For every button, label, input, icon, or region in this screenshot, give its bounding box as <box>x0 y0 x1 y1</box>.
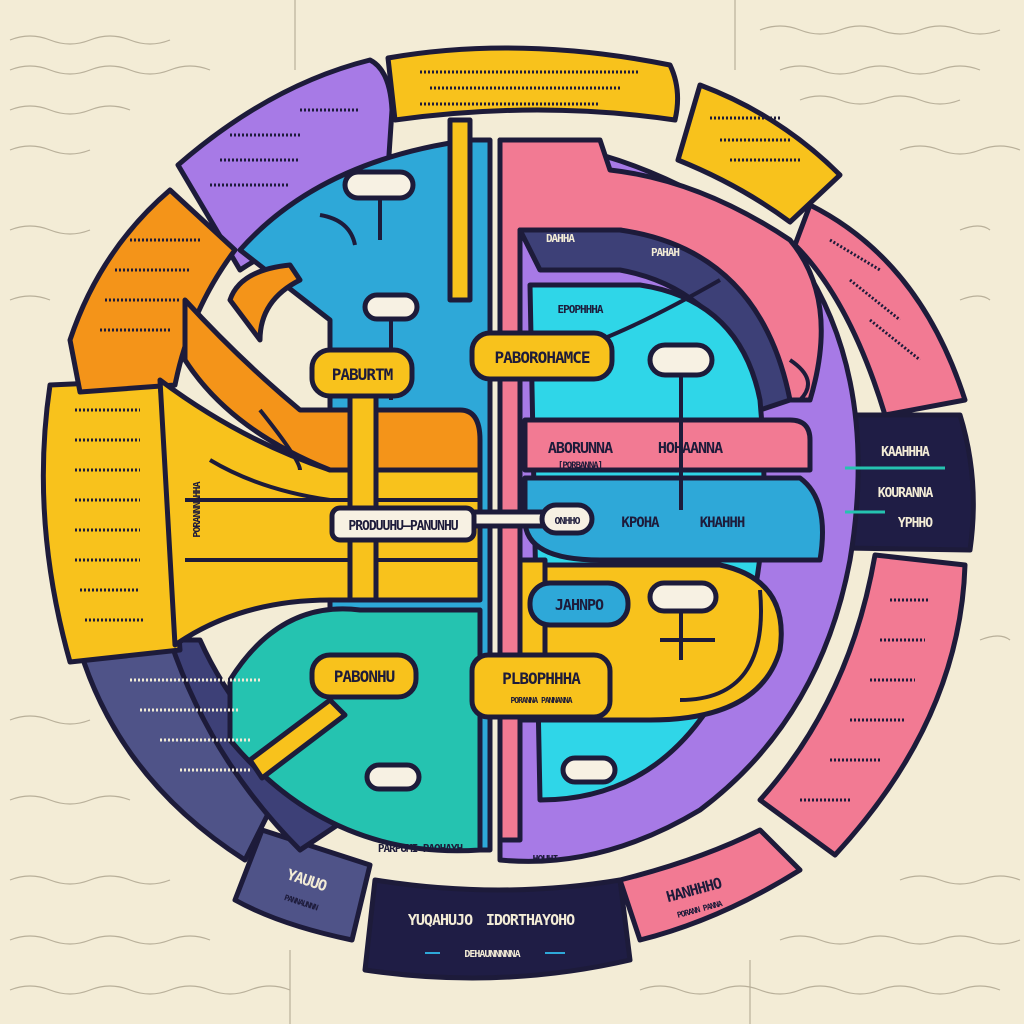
navy-band <box>517 227 793 413</box>
left-vertical-label: PORANNNAHHA <box>192 481 203 537</box>
blue-pill-label: JAHNPO <box>555 596 604 614</box>
center-pill[interactable] <box>539 502 595 536</box>
center-bar-node[interactable] <box>329 505 477 543</box>
blue-band <box>522 475 825 563</box>
handwritten-background <box>9 0 1021 1024</box>
hub-right-node[interactable] <box>469 330 615 382</box>
navy-band-label-2: PAHAH <box>651 246 679 259</box>
pill-node[interactable] <box>362 292 420 322</box>
hub-lower-right-node[interactable] <box>469 652 613 720</box>
bottom-dark-label-3: DEHAUNNNNNA <box>464 949 520 960</box>
hub-left-node[interactable] <box>309 347 415 399</box>
right-dark-label-3: YPHHO <box>898 516 933 531</box>
pink-band-title-2: HOHAANNA <box>658 439 723 457</box>
center-connector: PRODUUHU—PANUNHU ONHHO <box>329 502 595 543</box>
segment-navy-bottom[interactable] <box>362 877 633 981</box>
hub-lower-left-node[interactable] <box>309 652 419 700</box>
hub-nodes: PABURTM PABOROHAMCE EPOPHHHA DAHHA PAHAH… <box>192 232 746 865</box>
pill-node[interactable] <box>364 762 422 792</box>
right-dark-label-1: KAAHHHA <box>881 445 930 460</box>
segment-pink-right[interactable] <box>792 202 968 418</box>
segment-yellow-top[interactable] <box>385 45 681 123</box>
left-hemisphere <box>157 117 493 854</box>
segment-pink-bottom-right[interactable] <box>617 827 803 943</box>
ring-text-lines <box>75 70 930 802</box>
pink-band-title: ABORUNNA <box>548 439 613 457</box>
pill-node[interactable] <box>647 580 719 614</box>
bottom-dark-label-2: IDORTHAYOHO <box>486 911 575 929</box>
segment-yellow-left[interactable] <box>40 377 183 665</box>
pill-node[interactable] <box>647 342 715 378</box>
blue-band-label-left: KPOHA <box>621 515 660 531</box>
hub-lower-left-label: PABONHU <box>334 667 395 686</box>
teal-bottom-label: PARPUMI—PAOHAYH <box>378 842 463 855</box>
center-pill-label: ONHHO <box>554 516 580 527</box>
pill-node[interactable] <box>342 169 416 201</box>
pink-band <box>522 417 813 473</box>
yellow-trunk <box>347 387 379 603</box>
navy-band-label-1: DAHHA <box>546 232 575 245</box>
segment-navy-right[interactable] <box>842 412 976 553</box>
segment-orange-left[interactable] <box>67 187 238 395</box>
yellow-connector <box>247 697 348 781</box>
hub-right-label: PABOROHAMCE <box>495 348 590 367</box>
hub-left-label: PABURTM <box>332 365 393 384</box>
right-dark-label-2: KOURANNA <box>878 486 934 501</box>
segment-slate-bottom-left[interactable] <box>232 827 373 943</box>
pink-band-sub: [PORBANNA] <box>558 461 602 471</box>
bottom-dark-label-1: YUQAHUJO <box>408 911 473 929</box>
pill-node[interactable] <box>560 755 618 785</box>
blue-band-label-right: KHAHHH <box>700 515 745 531</box>
cyan-top-label: EPOPHHHA <box>558 303 604 316</box>
segment-pink-lower-right[interactable] <box>757 552 968 858</box>
hub-lower-right-label: PLBOPHHHA <box>502 669 581 688</box>
yellow-funnel <box>157 377 483 648</box>
orange-branch <box>182 297 483 473</box>
blue-pill-node[interactable] <box>527 580 631 628</box>
purple-bottom-label: HOUHI <box>532 854 558 865</box>
hub-lower-right-sub: PORANNA PANNANNA <box>510 696 572 705</box>
center-bar-label: PRODUUHU—PANUNHU <box>348 519 458 534</box>
